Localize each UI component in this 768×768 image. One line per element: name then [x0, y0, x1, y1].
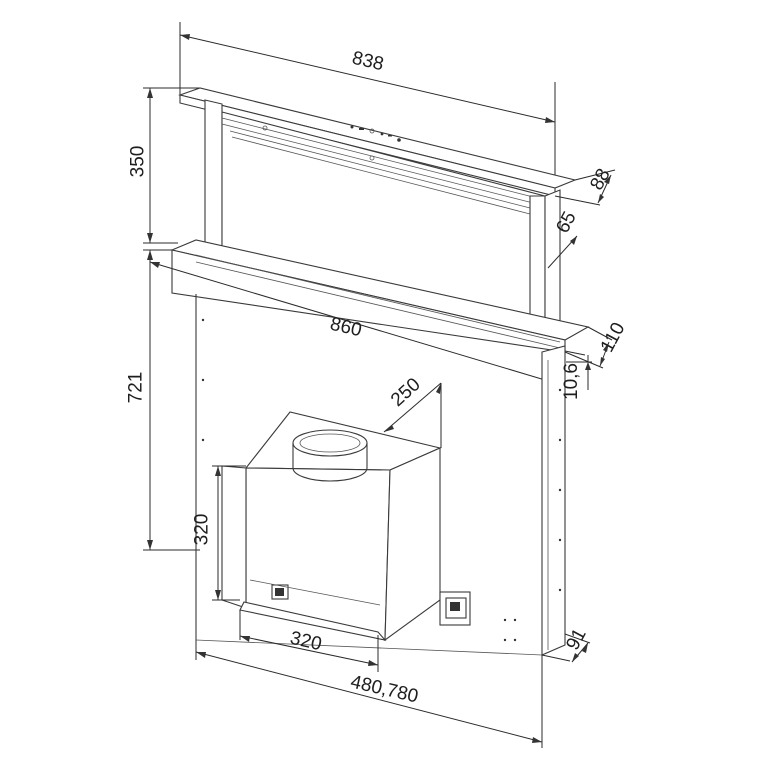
main-body	[195, 294, 566, 656]
dimension-350-lines	[143, 87, 200, 244]
dimension-88-65-lines	[547, 169, 616, 269]
dimension-91-lines	[541, 633, 591, 663]
dimension-320-horizontal-lines	[239, 610, 379, 672]
dimension-label-10-6: 10,6	[560, 363, 582, 400]
dimension-320-vertical-lines	[212, 465, 246, 601]
dimension-721-lines	[143, 249, 200, 551]
dimension-label-320-vertical: 320	[191, 513, 213, 546]
dimension-250-lines	[383, 382, 442, 448]
motor-box	[221, 411, 442, 642]
dimension-label-721: 721	[125, 371, 147, 404]
dimension-label-350: 350	[127, 145, 149, 178]
dimension-480-780-lines	[195, 640, 543, 748]
dimension-838-lines	[179, 22, 556, 182]
electrical-box	[439, 591, 471, 626]
